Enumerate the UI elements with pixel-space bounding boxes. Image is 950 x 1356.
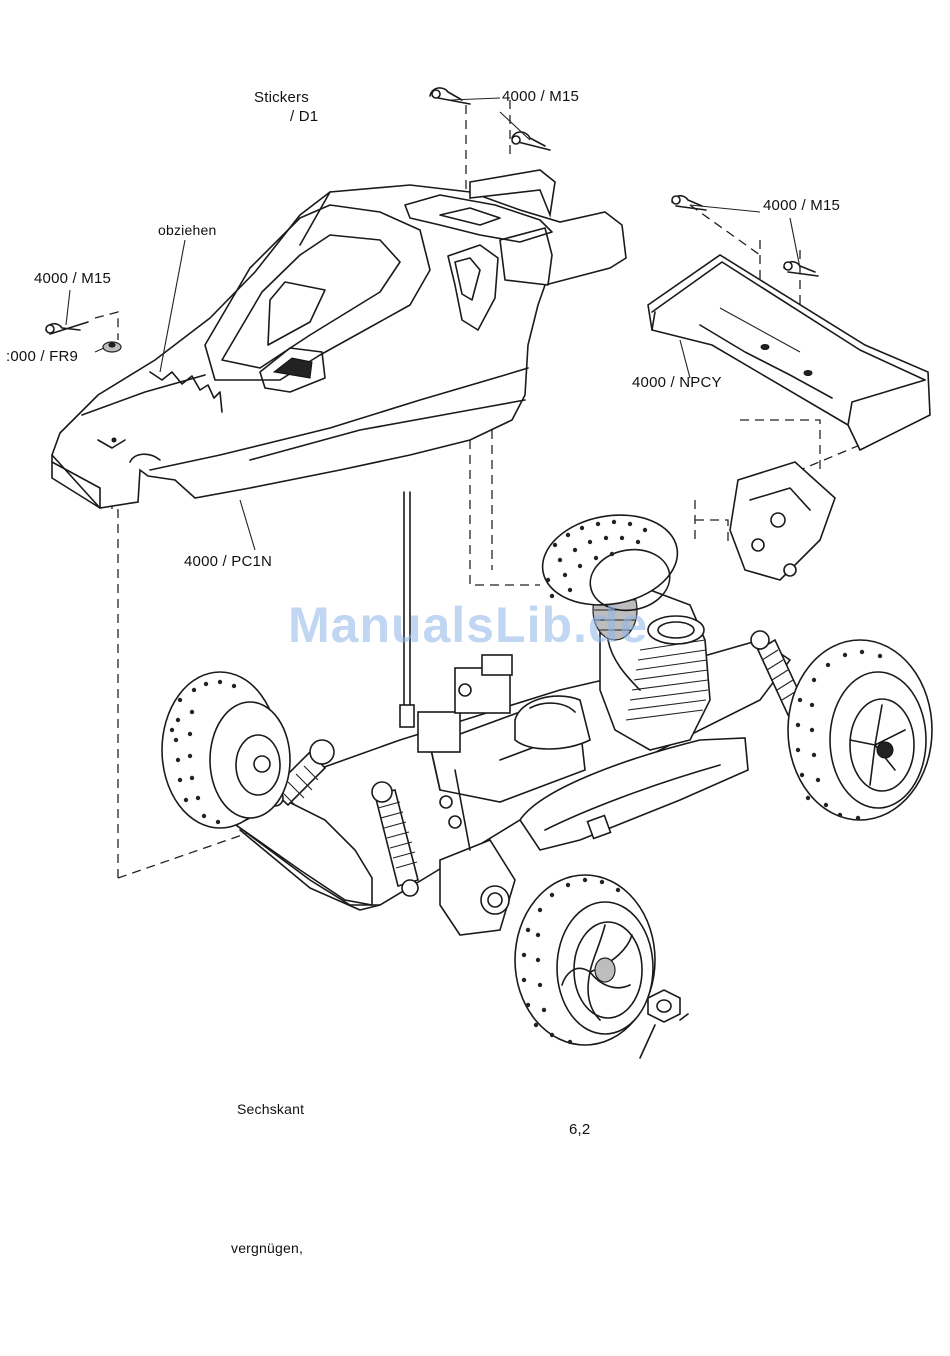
hex-label: Sechskant: [237, 1101, 304, 1117]
clip-top-label: 4000 / M15: [502, 88, 579, 105]
grommet-label: :000 / FR9: [6, 348, 78, 365]
body-shell: [52, 170, 626, 508]
front-wheel-left: [162, 672, 290, 828]
wing-label: 4000 / NPCY: [632, 374, 722, 391]
watermark: ManualsLib.de: [288, 596, 648, 654]
stickers-code-label: / D1: [290, 108, 318, 125]
clip-left-label: 4000 / M15: [34, 270, 111, 287]
hex-size-label: 6,2: [569, 1121, 590, 1138]
peel-off-label: obziehen: [158, 222, 216, 238]
enjoy-label: vergnügen,: [231, 1240, 303, 1256]
clip-right-label: 4000 / M15: [763, 197, 840, 214]
front-wheel-bottom: [515, 875, 655, 1045]
rear-wheel-right: [788, 640, 932, 820]
body-clip-left: [46, 312, 121, 352]
body-label: 4000 / PC1N: [184, 553, 272, 570]
stickers-label: Stickers: [254, 89, 309, 106]
rear-wing: [648, 255, 930, 450]
chassis: [232, 462, 835, 935]
wheel-nut: [640, 990, 688, 1058]
